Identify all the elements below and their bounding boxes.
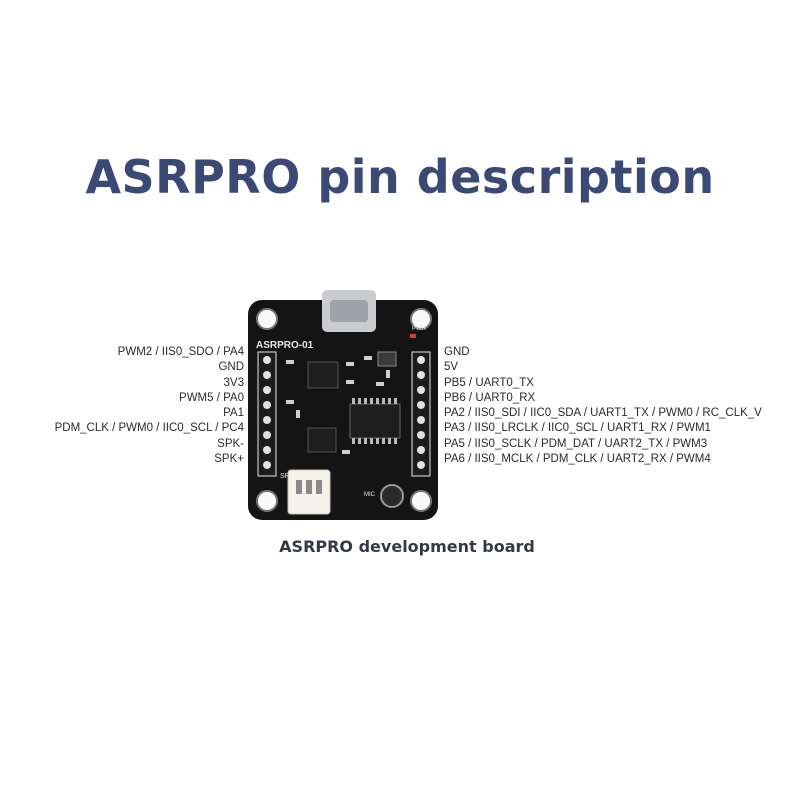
left-pin-label: 3V3	[223, 376, 244, 389]
mounting-hole	[410, 308, 432, 330]
amplifier-chip	[307, 427, 337, 453]
chip-pins	[352, 398, 397, 444]
right-pin-labels: GND 5V PB5 / UART0_TX PB6 / UART0_RX PA2…	[444, 345, 762, 467]
mic-label: MIC	[364, 492, 376, 498]
right-pin-label: PA5 / IIS0_SCLK / PDM_DAT / UART2_TX / P…	[444, 437, 708, 450]
right-pin-label: PB6 / UART0_RX	[444, 391, 536, 404]
left-pin-label: PWM5 / PA0	[179, 391, 244, 404]
left-pin-label: GND	[218, 361, 244, 374]
smd-components	[286, 356, 390, 454]
right-pin-label: 5V	[444, 361, 459, 374]
pwr-label: PWR	[412, 326, 427, 332]
right-pin-label: GND	[444, 346, 470, 358]
board-caption: ASRPRO development board	[279, 537, 535, 556]
left-pin-labels: PWM2 / IIS0_SDO / PA4 GND 3V3 PWM5 / PA0…	[55, 345, 244, 467]
right-header-pins	[411, 351, 431, 477]
button	[377, 351, 397, 367]
right-pin-label: PA3 / IIS0_LRCLK / IIC0_SCL / UART1_RX /…	[444, 422, 711, 435]
mounting-hole	[256, 490, 278, 512]
pwr-led	[410, 334, 416, 338]
left-header-pins	[257, 351, 277, 477]
left-pin-label: SPK+	[214, 453, 244, 466]
asrpro-board-image: ASRPRO-01 PWR SPK	[248, 290, 438, 520]
right-pin-label: PA6 / IIS0_MCLK / PDM_CLK / UART2_RX / P…	[444, 453, 711, 466]
board-model-label: ASRPRO-01	[256, 340, 314, 351]
spk-label: SPK	[280, 473, 294, 480]
speaker-connector	[287, 469, 331, 515]
left-pin-label: SPK-	[217, 437, 244, 450]
left-pin-label: PA1	[223, 407, 244, 420]
left-pin-label: PWM2 / IIS0_SDO / PA4	[117, 346, 244, 358]
microphone	[380, 484, 404, 508]
mounting-hole	[256, 308, 278, 330]
regulator-chip	[307, 361, 339, 389]
right-pin-label: PA2 / IIS0_SDI / IIC0_SDA / UART1_TX / P…	[444, 407, 762, 420]
mounting-hole	[410, 490, 432, 512]
right-pin-label: PB5 / UART0_TX	[444, 376, 534, 389]
asrpro-main-chip	[349, 403, 401, 439]
left-pin-label: PDM_CLK / PWM0 / IIC0_SCL / PC4	[54, 422, 244, 435]
page-title: ASRPRO pin description	[85, 150, 715, 204]
